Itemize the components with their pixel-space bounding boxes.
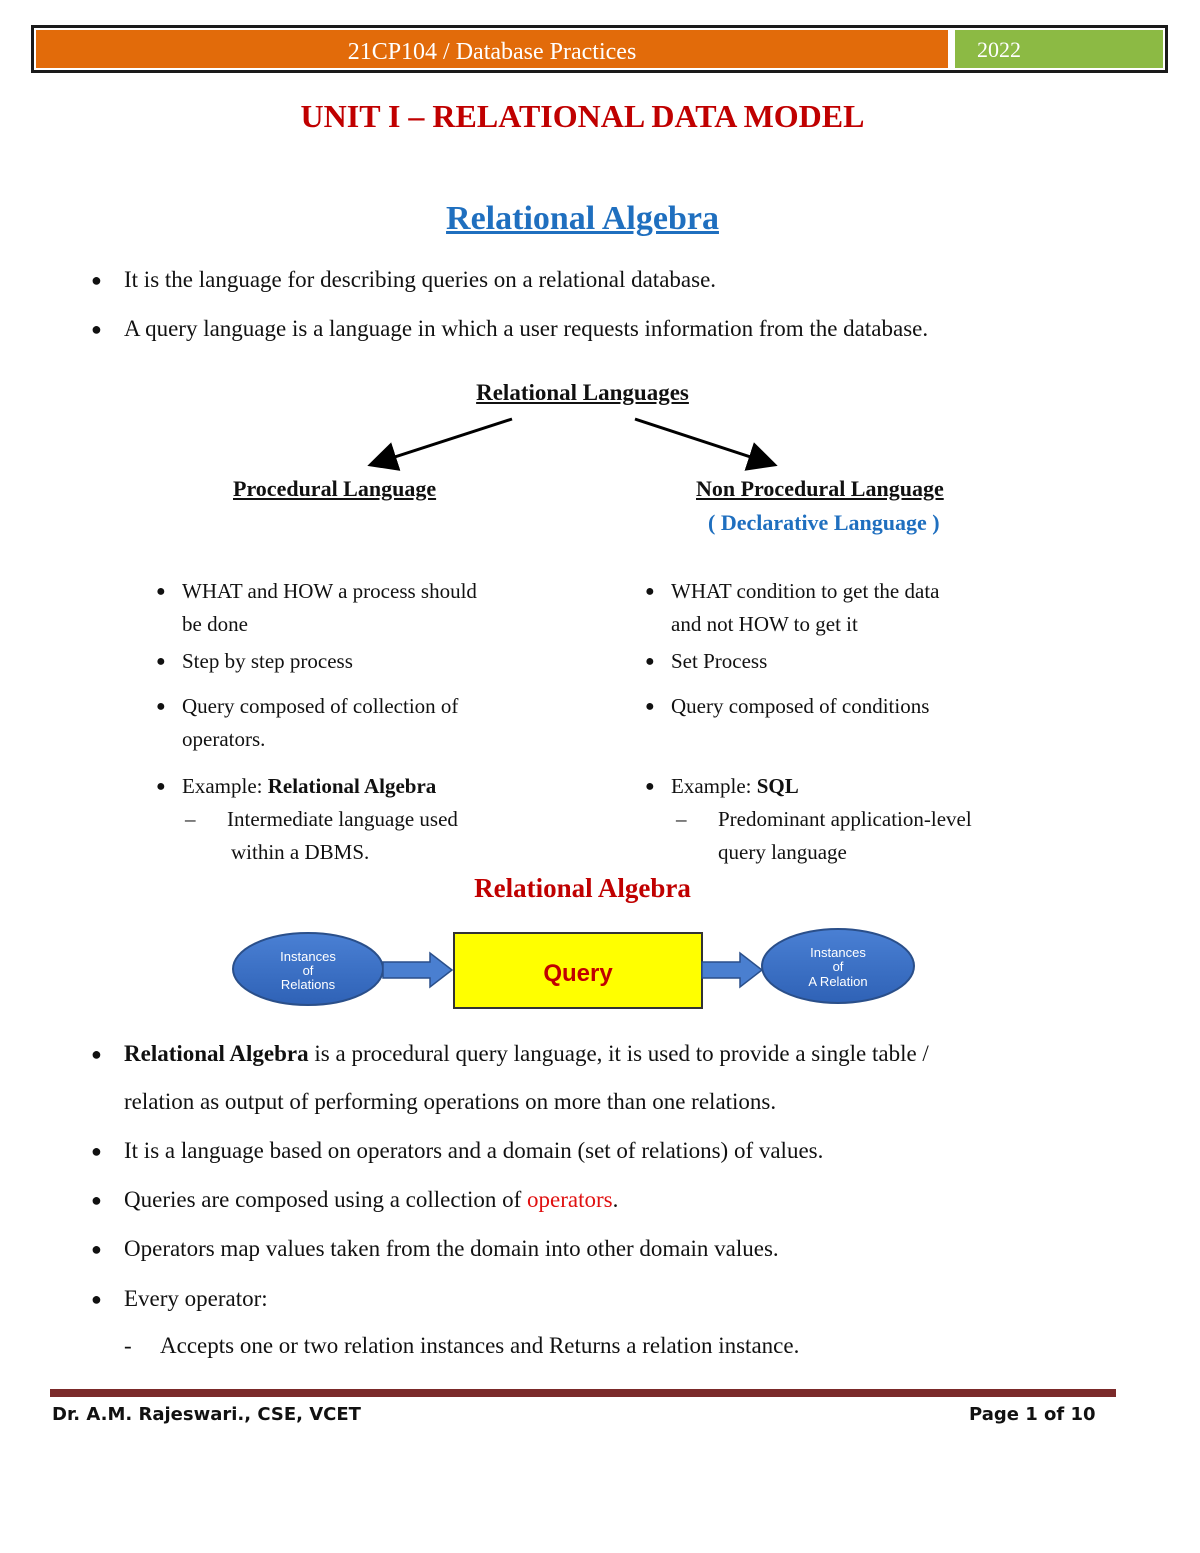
list-item: ● Query composed of conditions: [645, 690, 929, 723]
list-item: ● A query language is a language in whic…: [91, 314, 928, 344]
diagram-title: Relational Languages: [476, 380, 689, 405]
footer-rule: [50, 1389, 1116, 1397]
list-item: ● It is a language based on operators an…: [91, 1136, 823, 1166]
arrow-right: [634, 417, 778, 471]
bullet-icon: ●: [156, 778, 166, 795]
input-label-3: Relations: [281, 977, 336, 992]
input-label-1: Instances: [280, 949, 336, 964]
bullet-icon: ●: [91, 1190, 102, 1210]
procedural-title: Procedural Language: [233, 476, 437, 501]
output-label-3: A Relation: [808, 974, 867, 989]
list-item: ● Set Process: [645, 645, 767, 678]
query-box: [453, 932, 703, 1009]
list-item: ● Query composed of collection of operat…: [156, 690, 458, 756]
list-item: ● Queries are composed using a collectio…: [91, 1185, 618, 1215]
sub-list-item: – Intermediate language used within a DB…: [185, 807, 458, 864]
bullet-icon: ●: [91, 319, 102, 339]
section-title-relational-algebra-2: Relational Algebra: [474, 873, 691, 903]
bullet-icon: ●: [156, 698, 166, 715]
non-procedural-subtitle: ( Declarative Language ): [708, 510, 940, 535]
output-label-1: Instances: [810, 945, 866, 960]
bullet-icon: ●: [91, 1141, 102, 1161]
footer-page-number: Page 1 of 10: [969, 1404, 1096, 1425]
query-flow-diagram: Instances of Relations Query Instances o…: [232, 928, 915, 1009]
header-year: 2022: [955, 30, 1163, 68]
bullet-icon: ●: [156, 583, 166, 600]
branch-arrows: [367, 417, 778, 471]
list-item: ● Operators map values taken from the do…: [91, 1234, 779, 1264]
bullet-icon: ●: [91, 1239, 102, 1259]
bullet-icon: ●: [645, 583, 655, 600]
arrow-from-query: [701, 951, 764, 989]
arrow-to-query: [382, 951, 454, 989]
footer-author: Dr. A.M. Rajeswari., CSE, VCET: [52, 1404, 361, 1425]
bullet-icon: ●: [91, 270, 102, 290]
list-item: ● Example: SQL: [645, 770, 799, 803]
bullet-icon: ●: [91, 1044, 102, 1064]
list-item: ● Step by step process: [156, 645, 353, 678]
input-label-2: of: [303, 963, 314, 978]
list-item: ● Every operator:: [91, 1284, 268, 1314]
list-item: ● Relational Algebra is a procedural que…: [91, 1039, 929, 1069]
header-course: 21CP104 / Database Practices: [36, 30, 948, 68]
arrow-left: [367, 417, 513, 471]
unit-title: UNIT I – RELATIONAL DATA MODEL: [300, 98, 865, 134]
bullet-icon: ●: [645, 778, 655, 795]
list-item: ● WHAT and HOW a process should be done: [156, 575, 477, 641]
list-item: ● WHAT condition to get the data and not…: [645, 575, 939, 641]
list-item-continuation: relation as output of performing operati…: [124, 1089, 777, 1114]
bullet-icon: ●: [91, 1289, 102, 1309]
header-frame: [31, 25, 1168, 73]
query-label: Query: [543, 960, 613, 987]
bullet-icon: ●: [156, 653, 166, 670]
sub-list-item: – Predominant application-level query la…: [676, 807, 972, 864]
output-label-2: of: [833, 959, 844, 974]
output-ellipse: [761, 928, 915, 1004]
list-item: ● It is the language for describing quer…: [91, 265, 716, 295]
bullet-icon: ●: [645, 698, 655, 715]
list-item: ● Example: Relational Algebra: [156, 770, 436, 803]
section-title-relational-algebra: Relational Algebra: [446, 200, 719, 237]
bullet-icon: ●: [645, 653, 655, 670]
sub-list-item: - Accepts one or two relation instances …: [124, 1333, 800, 1358]
non-procedural-title: Non Procedural Language: [696, 476, 944, 501]
